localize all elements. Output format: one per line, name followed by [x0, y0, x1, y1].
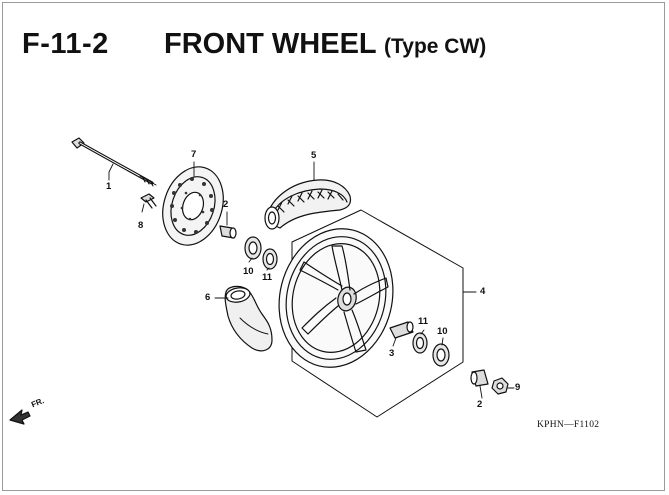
cast-wheel-part	[278, 228, 394, 368]
seal-bearing-left-parts	[244, 236, 278, 270]
frame-border	[2, 2, 665, 491]
callout-11-right: 11	[418, 316, 429, 327]
diagram-code: KPHN—F1102	[537, 420, 600, 430]
side-collar-left-part	[219, 225, 237, 239]
callout-1: 1	[106, 181, 112, 192]
page-title: FRONT WHEEL	[164, 28, 377, 60]
callout-10-left: 10	[243, 266, 254, 277]
callout-11-left: 11	[262, 272, 273, 283]
seal-bearing-right-parts	[412, 332, 450, 367]
brake-disc-part	[162, 166, 224, 246]
distance-collar-part	[389, 321, 414, 339]
section-code: F-11-2	[22, 28, 109, 60]
callout-2-right: 2	[477, 399, 483, 410]
callout-3: 3	[389, 348, 395, 359]
tire-part	[264, 179, 352, 230]
callout-10-right: 10	[437, 326, 448, 337]
disc-bolt-part	[140, 193, 157, 209]
front-direction-arrow-icon	[9, 409, 31, 425]
callout-8: 8	[138, 220, 144, 231]
callout-leader-lines	[108, 161, 515, 399]
axle-nut-part	[491, 377, 509, 395]
page-subtitle: (Type CW)	[384, 35, 487, 58]
callout-4: 4	[480, 286, 486, 297]
callout-6: 6	[205, 292, 211, 303]
callout-7: 7	[191, 149, 197, 160]
side-collar-right-part	[470, 369, 489, 387]
speedometer-gearbox-part	[224, 285, 273, 352]
axle-part	[71, 137, 157, 187]
callout-9: 9	[515, 382, 521, 393]
callout-5: 5	[311, 150, 317, 161]
wheel-assembly-outline	[291, 209, 464, 418]
callout-2-left: 2	[223, 199, 229, 210]
